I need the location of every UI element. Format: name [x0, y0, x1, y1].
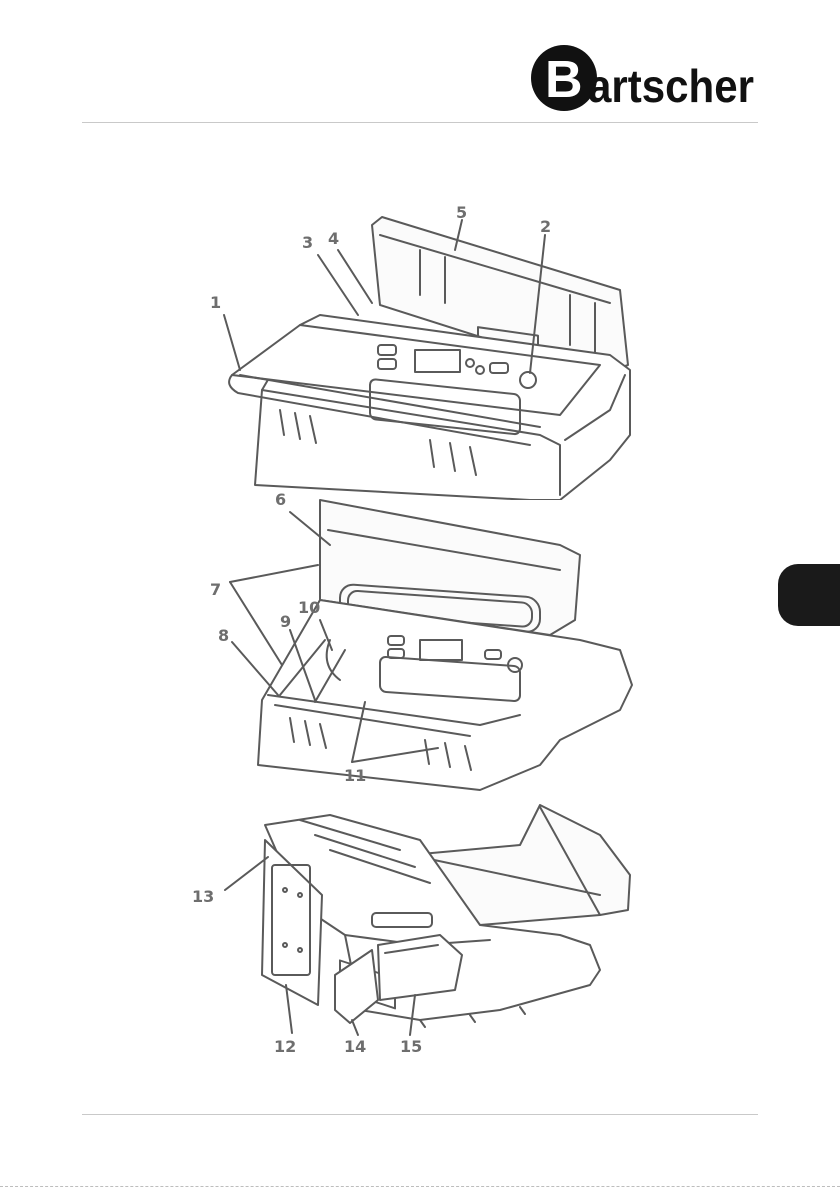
callout-11: 11: [344, 766, 366, 785]
callout-9: 9: [280, 612, 291, 631]
callout-4: 4: [328, 229, 339, 248]
figure-rear-view: 13 12 14 15: [0, 795, 840, 1065]
figure-inside-chamber: 6 7 8 9 10 11: [0, 490, 840, 800]
callout-2: 2: [540, 217, 551, 236]
callout-14: 14: [344, 1037, 366, 1056]
callout-6: 6: [275, 490, 286, 509]
svg-text:B: B: [545, 51, 583, 109]
callout-15: 15: [400, 1037, 422, 1056]
callout-13: 13: [192, 887, 214, 906]
callout-5: 5: [456, 203, 467, 222]
figure-open-lid-drawing: [0, 195, 840, 500]
svg-text:artscher: artscher: [588, 60, 754, 112]
callout-8: 8: [218, 626, 229, 645]
figure-rear-view-drawing: [0, 795, 840, 1065]
header-divider: [82, 122, 758, 123]
callout-12: 12: [274, 1037, 296, 1056]
callout-10: 10: [298, 598, 320, 617]
callout-3: 3: [302, 233, 313, 252]
callout-7: 7: [210, 580, 221, 599]
bartscher-logo-mark: B artscher: [528, 40, 758, 116]
bartscher-logo: B artscher: [528, 40, 758, 116]
page-edge-line: [0, 1186, 840, 1187]
footer-divider: [82, 1114, 758, 1115]
callout-1: 1: [210, 293, 221, 312]
figure-inside-chamber-drawing: [0, 490, 840, 800]
section-tab: [778, 564, 840, 626]
figure-open-lid: 1 2 3 4 5: [0, 195, 840, 500]
